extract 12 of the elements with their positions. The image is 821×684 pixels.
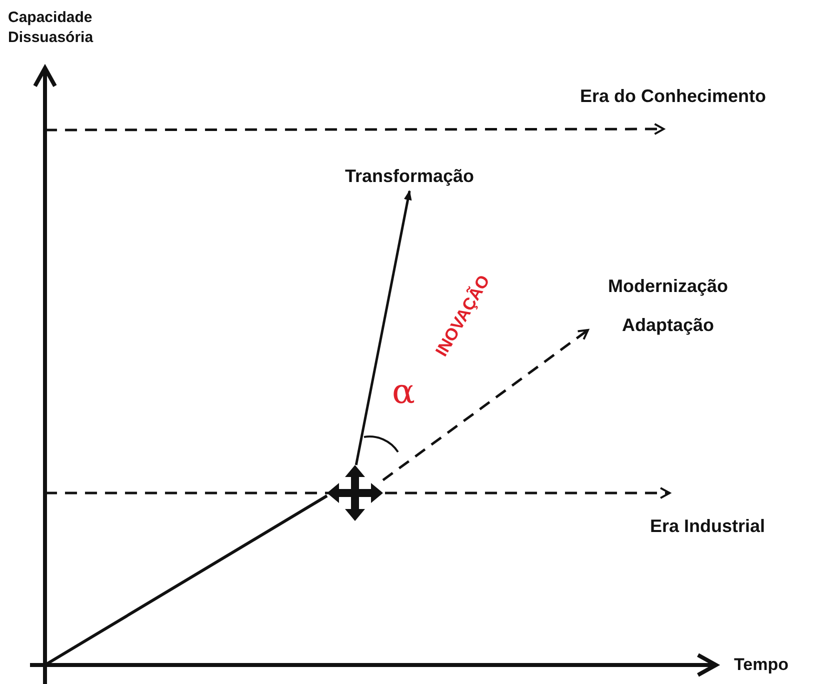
arrow	[354, 190, 412, 466]
node-label: Adaptação	[622, 315, 716, 336]
angle-symbol: α	[392, 372, 415, 412]
arrow	[45, 487, 671, 499]
node-label: Transformação	[345, 166, 474, 187]
arrow	[45, 123, 665, 136]
era-label: Era do Conhecimento	[580, 86, 766, 107]
arrow	[382, 329, 589, 482]
era-label: Era Industrial	[650, 516, 766, 537]
axis-title: Tempo	[734, 655, 788, 675]
axis-title: Capacidade Dissuasória	[8, 8, 94, 48]
node-label: Modernização	[608, 276, 728, 297]
